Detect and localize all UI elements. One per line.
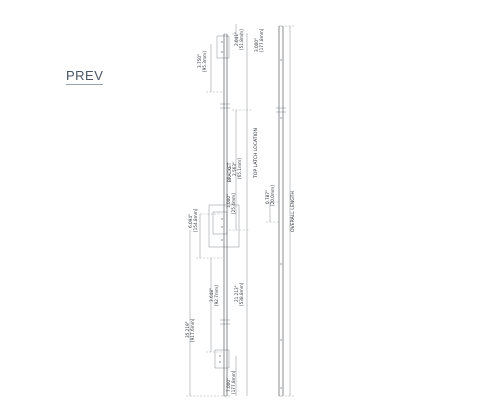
dim-2563-mm: [65.1mm] bbox=[237, 158, 242, 179]
dimension-labels: 2.041" [51.8mm] 3.000" [177.8mm] 3.750" … bbox=[185, 28, 296, 394]
dim-bracket: BRACKET bbox=[227, 162, 232, 182]
dim-6094: 6.094" bbox=[188, 214, 193, 228]
dim-3000-top: 3.000" bbox=[254, 38, 259, 52]
dim-21213-mm: [538.8mm] bbox=[239, 282, 244, 306]
dim-1000: 1.000" bbox=[226, 194, 231, 208]
top-latch-label: TOP LATCH LOCATION bbox=[253, 128, 259, 179]
dim-3000-top-mm: [177.8mm] bbox=[259, 28, 264, 52]
dim-7000-mm: [177.8mm] bbox=[231, 370, 236, 394]
dim-35219-mm: [917.6mm] bbox=[190, 318, 195, 342]
lock-strip bbox=[208, 33, 240, 397]
dim-6094-mm: [154.8mm] bbox=[193, 208, 198, 232]
dim-3750-mm: [95.3mm] bbox=[202, 51, 207, 72]
overall-length-label: OVERALL LENGTH bbox=[290, 191, 296, 232]
dim-21213: 21.213" bbox=[234, 285, 239, 302]
dim-3750: 3.750" bbox=[197, 54, 202, 68]
dim-2041: 2.041" bbox=[234, 32, 239, 46]
dim-3648-mm: [92.7mm] bbox=[214, 285, 219, 306]
faceplate-strip bbox=[276, 25, 286, 397]
dim-3648: 3.648" bbox=[209, 288, 214, 302]
prev-link[interactable]: PREV bbox=[66, 68, 104, 85]
dim-35219: 35.219" bbox=[185, 321, 190, 338]
dim-2563: 2.563" bbox=[232, 162, 237, 176]
dim-1000-mm: [25.4mm] bbox=[231, 193, 236, 214]
dim-2041-mm: [51.8mm] bbox=[239, 29, 244, 50]
dim-0787-mm: [20.0mm] bbox=[270, 185, 275, 206]
dim-0787: 0.787" bbox=[265, 190, 270, 204]
dimension-lines bbox=[186, 24, 294, 397]
dim-7000: 7.000" bbox=[226, 378, 231, 392]
